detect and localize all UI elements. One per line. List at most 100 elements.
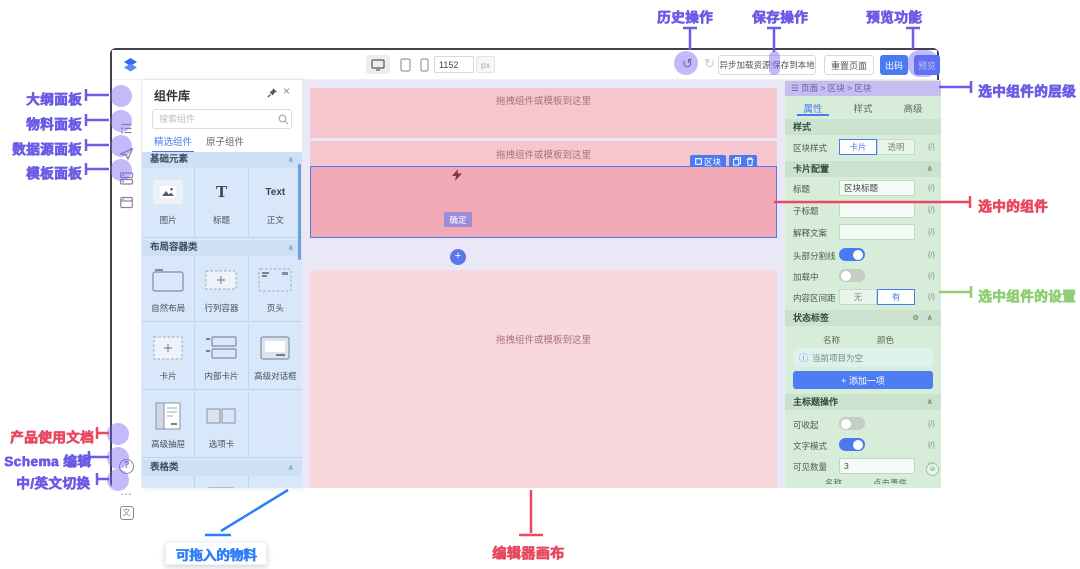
- reset-page-button[interactable]: 重置页面: [824, 55, 874, 75]
- component-tile-pageheader[interactable]: 页头: [248, 256, 302, 322]
- redo-button[interactable]: ↻: [704, 56, 715, 71]
- component-tile-image[interactable]: 图片: [142, 168, 196, 238]
- settings-panel: ☰ 页面 > 区块 > 区块 属性 样式 高级 样式 区块样式 卡片 透明 {/…: [785, 80, 941, 488]
- selected-block[interactable]: 确定: [310, 166, 777, 238]
- option-none[interactable]: 无: [839, 289, 877, 305]
- subtitle-input[interactable]: [839, 202, 915, 218]
- text-icon: Text: [265, 186, 286, 198]
- highlight-preview-button: [907, 50, 939, 77]
- component-tile-natural-layout[interactable]: 自然布局: [142, 256, 196, 322]
- annotation-save-actions: 保存操作: [752, 10, 808, 25]
- add-item-button[interactable]: + 添加一项: [793, 371, 933, 389]
- code-edit-icon[interactable]: {/}: [927, 292, 935, 301]
- toolbar: px ↺ ↻ 异步加载资源 保存到本地 重置页面 出码 预览: [112, 50, 940, 80]
- visible-count-input[interactable]: [839, 458, 915, 474]
- annotation-selected-hierarchy: 选中组件的层级: [978, 84, 1076, 99]
- section-basic-elements[interactable]: 基础元素∧: [142, 152, 302, 168]
- highlight-template-icon: [110, 159, 132, 181]
- outline-panel-icon[interactable]: [118, 120, 135, 137]
- async-load-button[interactable]: 异步加载资源: [719, 60, 771, 70]
- tab-atomic-components[interactable]: 原子组件: [206, 137, 245, 148]
- code-edit-icon[interactable]: {/}: [927, 440, 935, 449]
- search-input[interactable]: [152, 109, 292, 129]
- selected-block-label-chip[interactable]: 区块: [690, 155, 726, 168]
- selected-block-action-chip: [729, 155, 757, 168]
- material-panel-icon[interactable]: [118, 145, 135, 162]
- language-toggle-icon[interactable]: 文: [118, 504, 135, 521]
- component-tile-innercard[interactable]: 内部卡片: [195, 324, 249, 390]
- heading-icon: T: [215, 182, 228, 201]
- row-header-divider: 头部分割线 {/}: [793, 248, 935, 261]
- dropzone-bottom[interactable]: 拖拽组件或模板到这里: [310, 270, 777, 488]
- breadcrumb[interactable]: ☰ 页面 > 区块 > 区块: [785, 81, 941, 96]
- highlight-translate-icon: [107, 469, 129, 491]
- code-edit-icon[interactable]: {/}: [927, 419, 935, 428]
- loading-toggle[interactable]: [839, 269, 865, 282]
- code-edit-icon[interactable]: {/}: [927, 205, 935, 214]
- component-tile-table[interactable]: [142, 476, 196, 488]
- tab-style[interactable]: 样式: [853, 104, 873, 115]
- title-input[interactable]: [839, 180, 915, 196]
- confirm-button[interactable]: 确定: [444, 212, 472, 227]
- pageheader-icon: [258, 260, 292, 300]
- code-edit-icon[interactable]: {/}: [927, 142, 935, 151]
- tab-advanced[interactable]: 高级: [903, 104, 923, 115]
- description-input[interactable]: [839, 224, 915, 240]
- code-edit-icon[interactable]: {/}: [927, 183, 935, 192]
- section-card-config[interactable]: 卡片配置∧: [785, 161, 941, 177]
- help-icon[interactable]: ?: [118, 458, 135, 475]
- code-edit-icon[interactable]: {/}: [927, 227, 935, 236]
- text-mode-toggle[interactable]: [839, 438, 865, 451]
- device-desktop-icon[interactable]: [371, 59, 385, 71]
- component-tile-card[interactable]: 卡片: [142, 324, 196, 390]
- component-tile-dialog[interactable]: 高级对话框: [248, 324, 302, 390]
- column-header-name: 名称: [823, 335, 841, 345]
- copy-icon[interactable]: [732, 157, 741, 166]
- row-loading: 加载中 {/}: [793, 269, 935, 282]
- header-divider-toggle[interactable]: [839, 248, 865, 261]
- row-subtitle: 子标题 {/}: [793, 201, 935, 219]
- collapsible-toggle[interactable]: [839, 417, 865, 430]
- component-tile-tabs[interactable]: 选项卡: [195, 392, 249, 458]
- component-tile-table-search[interactable]: [249, 476, 302, 488]
- section-status-tag[interactable]: 状态标签⊜∧: [785, 310, 941, 326]
- datasource-panel-icon[interactable]: [118, 170, 135, 187]
- save-local-button[interactable]: 保存到本地: [772, 60, 815, 70]
- tab-properties[interactable]: 属性: [803, 104, 823, 115]
- section-layout-containers[interactable]: 布局容器类∧: [142, 240, 302, 256]
- code-edit-icon[interactable]: {/}: [927, 271, 935, 280]
- annotation-product-docs: 产品使用文档: [10, 430, 94, 445]
- component-tile-table-filled[interactable]: [195, 476, 249, 488]
- tab-featured-components[interactable]: 精选组件: [151, 134, 195, 153]
- delete-icon[interactable]: [746, 157, 754, 166]
- add-block-button[interactable]: +: [450, 249, 466, 265]
- dropzone-top[interactable]: 拖拽组件或模板到这里: [310, 88, 777, 138]
- code-edit-icon[interactable]: {/}: [927, 250, 935, 259]
- component-tile-drawer[interactable]: 高级抽屉: [142, 392, 196, 458]
- panel-scrollbar[interactable]: [298, 164, 301, 260]
- component-tile-heading[interactable]: T 标题: [195, 168, 249, 238]
- save-button-group: 异步加载资源 保存到本地: [718, 55, 816, 75]
- close-icon[interactable]: ×: [283, 84, 291, 98]
- option-have[interactable]: 有: [877, 289, 915, 305]
- component-tile-rowcol[interactable]: 行列容器: [195, 256, 249, 322]
- option-transparent[interactable]: 透明: [877, 139, 915, 155]
- section-main-title[interactable]: 主标题操作∧: [785, 394, 941, 410]
- template-panel-icon[interactable]: [118, 194, 135, 211]
- more-options-icon[interactable]: …: [120, 483, 133, 498]
- component-tile-text[interactable]: Text 正文: [248, 168, 302, 238]
- row-block-style: 区块样式 卡片 透明 {/}: [793, 138, 935, 156]
- device-mobile-icon[interactable]: [420, 58, 429, 72]
- preview-button[interactable]: 预览: [914, 55, 940, 75]
- option-card[interactable]: 卡片: [839, 139, 877, 155]
- section-tables[interactable]: 表格类∧: [142, 460, 302, 476]
- sync-settings-icon[interactable]: ⊜: [926, 463, 939, 476]
- undo-button[interactable]: ↺: [682, 56, 693, 71]
- codegen-button[interactable]: 出码: [880, 55, 908, 75]
- canvas-width-input[interactable]: [434, 56, 474, 73]
- rowcol-container-icon: [205, 260, 237, 300]
- block-indicator-icon: [452, 169, 462, 181]
- device-tablet-icon[interactable]: [400, 58, 411, 72]
- pin-icon[interactable]: [266, 87, 278, 99]
- highlight-outline-icon: [110, 85, 132, 107]
